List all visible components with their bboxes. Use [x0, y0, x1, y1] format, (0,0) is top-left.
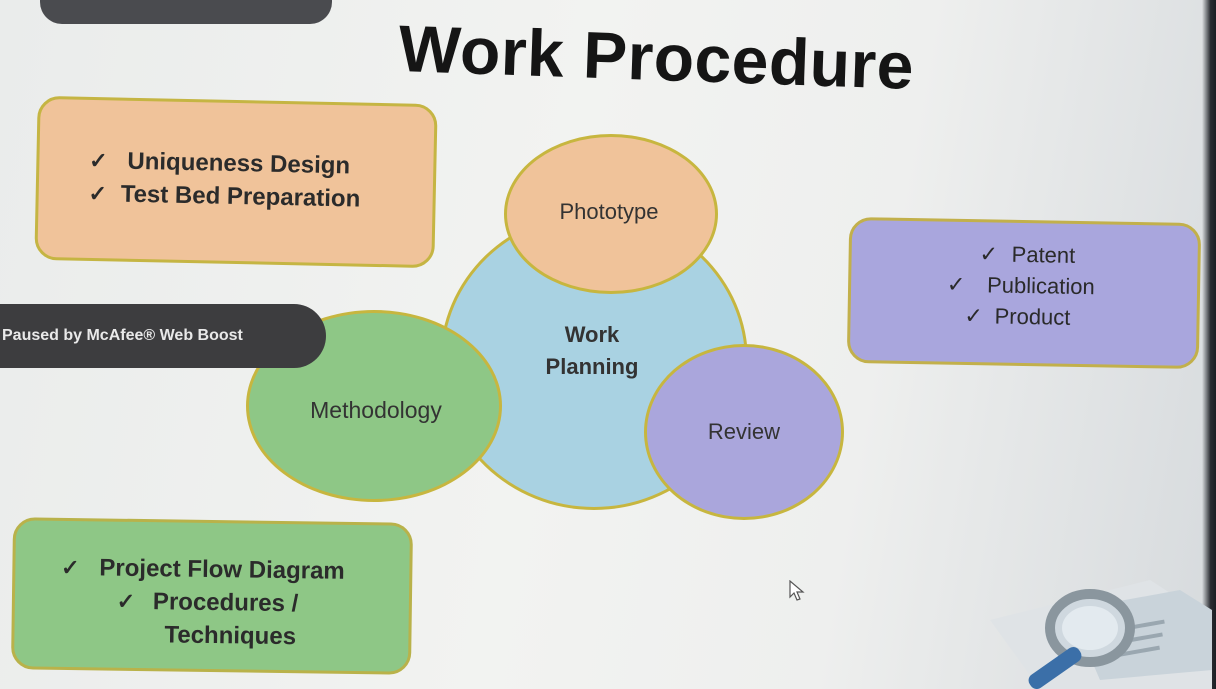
bullet-item: ✓ Product [940, 300, 1094, 334]
checkmark-icon: ✓ [60, 554, 80, 580]
top-dark-tab [40, 0, 332, 24]
bullet-item: Techniques [54, 617, 344, 654]
magnifying-glass-illustration-icon [990, 580, 1212, 689]
circle-phototype: Phototype [504, 134, 718, 294]
bullet-list: ✓ Uniqueness Design ✓ Test Bed Preparati… [82, 144, 361, 216]
checkmark-icon: ✓ [964, 302, 984, 328]
bullet-item: ✓ Publication [941, 269, 1095, 303]
bullet-item: ✓ Patent [941, 238, 1095, 272]
checkmark-icon: ✓ [946, 271, 966, 297]
box-uniqueness-testbed: ✓ Uniqueness Design ✓ Test Bed Preparati… [34, 95, 438, 269]
bullet-list: ✓ Project Flow Diagram ✓ Procedures / Te… [54, 551, 345, 654]
work-planning-line-1: Work [564, 322, 620, 347]
mouse-cursor-icon [789, 580, 805, 601]
bullet-text: Uniqueness Design [127, 147, 351, 179]
bullet-list: ✓ Patent ✓ Publication ✓ Product [940, 238, 1095, 334]
checkmark-icon: ✓ [979, 240, 999, 267]
slide-title: Work Procedure [397, 10, 916, 103]
bullet-text: Product [994, 302, 1071, 330]
bullet-text: Patent [1011, 241, 1076, 268]
bullet-text: Procedures / [152, 587, 299, 617]
checkmark-icon: ✓ [88, 180, 108, 206]
work-planning-line-2: Planning [545, 354, 639, 379]
checkmark-icon: ✓ [116, 588, 136, 614]
bullet-text: Techniques [164, 620, 297, 650]
circle-review: Review [644, 344, 844, 520]
bullet-item: ✓ Test Bed Preparation [82, 177, 360, 216]
review-label: Review [707, 419, 781, 444]
checkmark-icon: ✓ [88, 147, 108, 173]
screen-bezel-edge [1202, 0, 1216, 689]
bullet-text: Test Bed Preparation [120, 180, 361, 213]
bullet-item: ✓ Project Flow Diagram [55, 551, 345, 588]
mcafee-notice-text: Paused by McAfee® Web Boost [2, 327, 243, 344]
bullet-text: Publication [986, 271, 1095, 299]
box-outputs: ✓ Patent ✓ Publication ✓ Product [846, 216, 1202, 370]
mcafee-web-boost-notice[interactable]: Paused by McAfee® Web Boost [0, 304, 326, 368]
work-planning-label: Work Planning [546, 319, 639, 383]
bullet-item: ✓ Procedures / [55, 584, 345, 621]
bullet-text: Project Flow Diagram [99, 553, 345, 585]
methodology-label: Methodology [310, 396, 442, 423]
box-project-flow: ✓ Project Flow Diagram ✓ Procedures / Te… [10, 517, 414, 675]
phototype-label: Phototype [559, 199, 659, 224]
